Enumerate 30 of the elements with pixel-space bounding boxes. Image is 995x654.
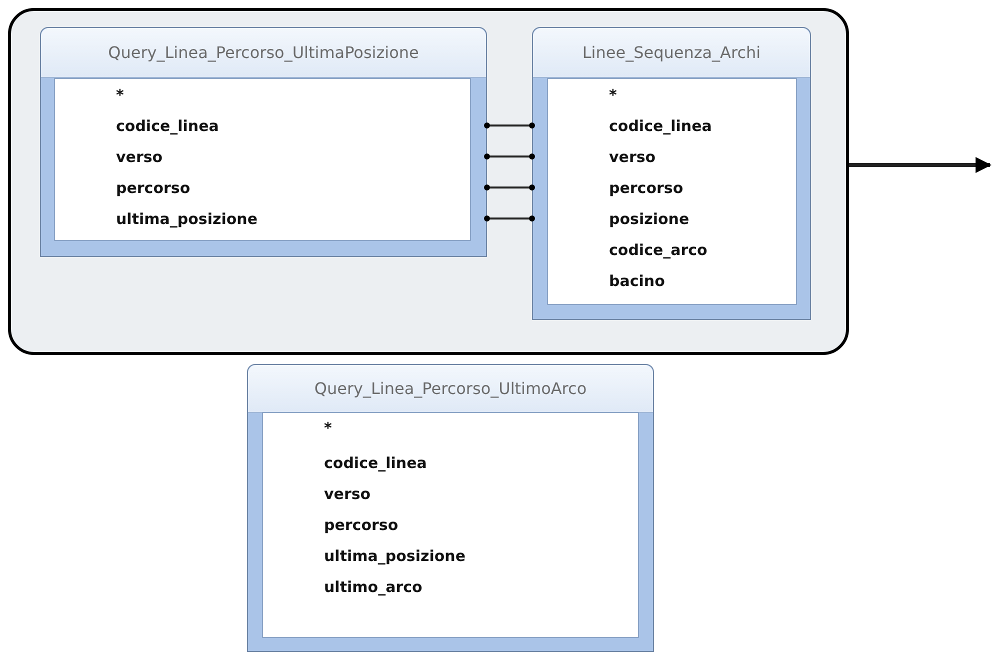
arrow [849,157,992,173]
join-line [484,184,535,190]
field-row: ultima_posizione [262,540,639,571]
table-window [247,364,654,652]
field-row: posizione [547,203,797,234]
field-row: verso [262,478,639,509]
table-title: Query_Linea_Percorso_UltimaPosizione [108,43,419,62]
table-window [532,27,811,320]
field-row: verso [547,141,797,172]
field-row: * [262,412,639,443]
field-row: codice_linea [547,110,797,141]
field-row: codice_linea [262,447,639,478]
table-window [40,27,487,257]
join-line [484,154,535,160]
field-row: * [54,79,471,110]
field-row: codice_arco [547,234,797,265]
field-row: percorso [547,172,797,203]
join-line [484,216,535,222]
field-row: bacino [547,265,797,296]
field-row: ultimo_arco [262,571,639,602]
field-row: percorso [262,509,639,540]
field-row: verso [54,141,471,172]
field-row: ultima_posizione [54,203,471,234]
group-frame [8,8,849,355]
field-row: percorso [54,172,471,203]
table-title: Linee_Sequenza_Archi [582,43,761,62]
field-row: codice_linea [54,110,471,141]
join-line [484,122,535,128]
table-title: Query_Linea_Percorso_UltimoArco [314,379,587,398]
field-row: * [547,79,797,110]
